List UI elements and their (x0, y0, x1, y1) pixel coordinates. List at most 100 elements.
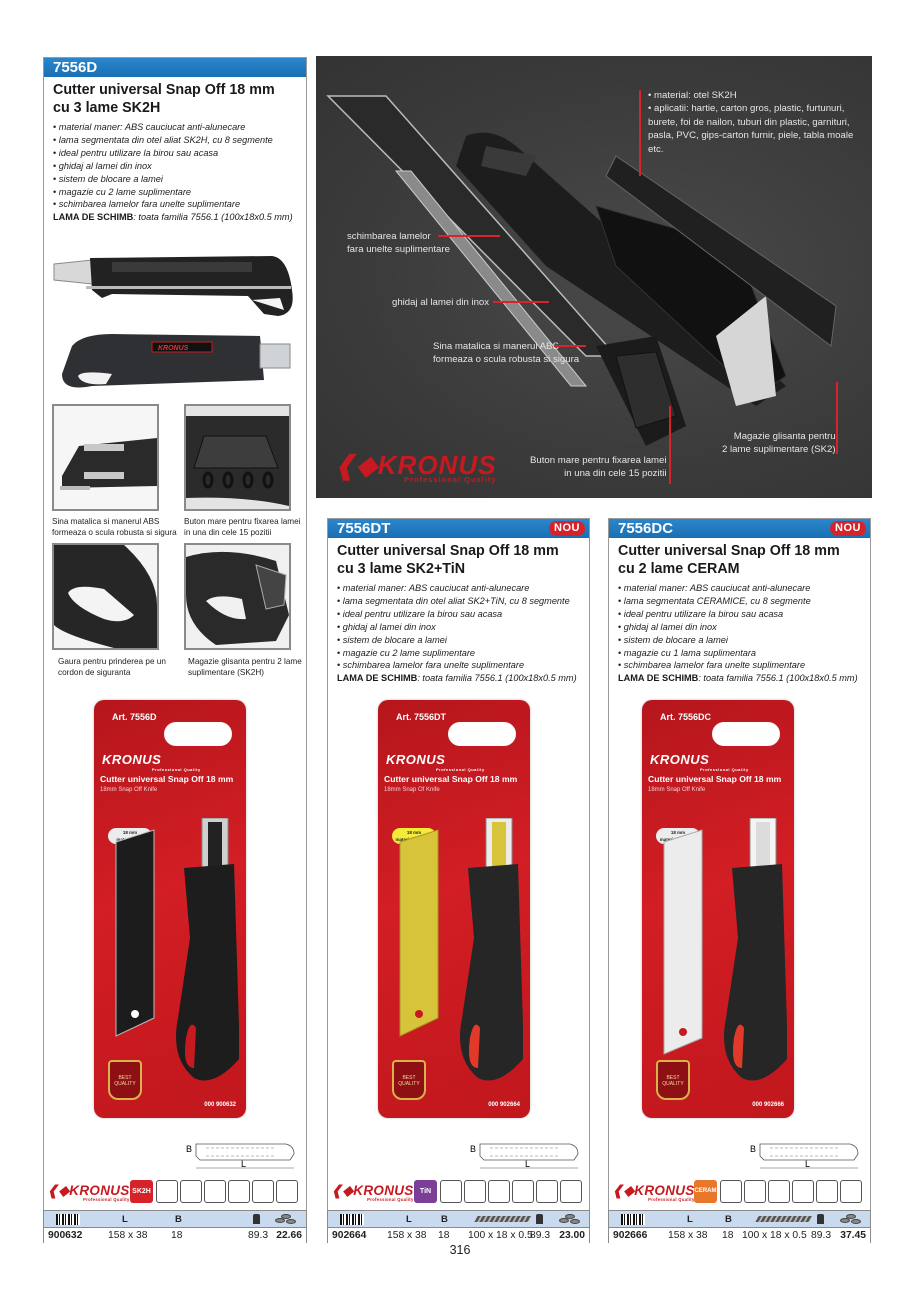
blister-article: Art. 7556DT (396, 712, 447, 722)
header-width: B (725, 1214, 732, 1225)
header-width: B (441, 1214, 448, 1225)
feature-item: lama segmentata CERAMICE, cu 8 segmente (618, 595, 870, 608)
product-code: 7556D (53, 59, 98, 76)
callout-line-text: in una din cele 15 pozitii (564, 468, 667, 480)
spare-text: : toata familia 7556.1 (100x18x0.5 mm) (417, 673, 577, 684)
caption-line: suplimentare (SK2H) (188, 668, 264, 677)
pill-line: 18 mm (122, 830, 138, 835)
spec-table-7556d: L B 900632 158 x 38 18 89.3 22.66 (43, 1210, 307, 1243)
feature-item: ghidaj al lamei din inox (53, 160, 306, 173)
spare-text: : toata familia 7556.1 (100x18x0.5 mm) (133, 212, 293, 223)
spec-line: • material: otel SK2H (648, 90, 737, 101)
caption-line: Sina matalica si manerul ABS (52, 517, 160, 526)
caption-line: Gaura pentru prinderea pe un (58, 657, 166, 666)
feature-item: sistem de blocare a lamei (53, 173, 306, 186)
callout-line (836, 382, 838, 454)
blister-title: Cutter universal Snap Off 18 mm (384, 774, 518, 784)
hero-spec-text: • material: otel SK2H • aplicatii: harti… (648, 89, 868, 156)
header-length: L (406, 1214, 412, 1225)
blister-title: Cutter universal Snap Off 18 mm (100, 774, 234, 784)
callout-line-text: formeaza o scula robusta si sigura (433, 354, 580, 366)
cutting-application-icon (512, 1180, 534, 1203)
product-photo-cutter-top (53, 256, 293, 316)
blister-cutter-image (115, 818, 239, 1081)
weight-value: 89.3 (248, 1230, 269, 1241)
title-line-2: cu 2 lame CERAM (618, 560, 740, 577)
spec-table-header: L B (328, 1211, 589, 1228)
dim-b-label: B (750, 1144, 756, 1154)
exploded-cutter-illustration (326, 95, 837, 446)
width-value: 18 (171, 1230, 183, 1241)
spare-blade-icon (474, 1211, 532, 1228)
dim-b-label: B (186, 1144, 192, 1154)
brand-name: KRONUS (634, 1183, 695, 1198)
callout-line-text: Sina matalica si manerul ABS (433, 341, 559, 352)
dimension-drawing: B L (750, 1143, 859, 1169)
feature-item: schimbarea lamelor fara unelte supliment… (618, 659, 870, 672)
callout-line-text: Magazie glisanta pentru (733, 431, 836, 442)
callout-blade-guide: ghidaj al lamei din inox (392, 296, 489, 309)
blister-code: 000 902666 (752, 1102, 784, 1108)
blade-count-icon (204, 1180, 226, 1203)
product-code-header: 7556D (44, 58, 306, 77)
caption-line: Magazie glisanta pentru 2 lame (188, 657, 302, 666)
thumbnail-caption: Magazie glisanta pentru 2 lame suplimenta… (188, 656, 302, 678)
spec-line: pasla, PVC, gips-carton furnir, piele, t… (648, 130, 854, 142)
dim-b-label: B (470, 1144, 476, 1154)
weight-value: 89.3 (811, 1230, 832, 1241)
brand-name: KRONUS (650, 752, 710, 767)
title-line-1: Cutter universal Snap Off 18 mm (53, 82, 275, 98)
spec-table-row: 900632 158 x 38 18 89.3 22.66 (44, 1228, 306, 1243)
product-code: 7556DT (337, 520, 391, 537)
thumbnail-lock-button (184, 404, 291, 511)
callout-line-text: ghidaj al lamei din inox (392, 297, 490, 308)
material-badge-tin: TiN (414, 1180, 437, 1203)
best-quality-badge: BEST QUALITY (108, 1060, 142, 1100)
new-badge: NOU (830, 521, 866, 536)
blister-cutter-image (399, 818, 523, 1081)
brand-mark-icon: ❰◆ (612, 1183, 635, 1198)
hang-hole (164, 722, 232, 746)
feature-item: material maner: ABS cauciucat anti-alune… (337, 582, 589, 595)
article-number: 902664 (332, 1230, 367, 1241)
feature-list: material maner: ABS cauciucat anti-alune… (44, 117, 306, 211)
caption-line: in una din cele 15 pozitii (184, 528, 272, 537)
callout-metal-rail: Sina matalica si manerul ABS formeaza o s… (433, 340, 579, 367)
feature-item: magazie cu 2 lame suplimentare (53, 186, 306, 199)
blister-title: Cutter universal Snap Off 18 mm (648, 774, 782, 784)
spec-line: etc. (648, 143, 664, 155)
brand-tagline: Professional Quality (367, 1197, 414, 1202)
spec-table-row: 902666 158 x 38 18 100 x 18 x 0.5 89.3 3… (609, 1228, 870, 1243)
blade-size-value: 100 x 18 x 0.5 (468, 1230, 533, 1241)
thumbnail-blade-magazine (184, 543, 291, 650)
brand-name: KRONUS (69, 1183, 130, 1198)
title-line-2: cu 3 lame SK2H (53, 99, 161, 116)
header-length: L (687, 1214, 693, 1225)
brand-name: KRONUS (102, 752, 162, 767)
thumbnail-blade-rail (52, 404, 159, 511)
feature-item: ghidaj al lamei din inox (337, 621, 589, 634)
caption-line: formeaza o scula robusta si sigura (52, 528, 177, 537)
feature-item: ideal pentru utilizare la birou sau acas… (53, 147, 306, 160)
price-coins-icon (840, 1211, 862, 1228)
hang-hole (448, 722, 516, 746)
spare-blade-icon (755, 1211, 813, 1228)
product-photo-cutter-side: KRONUS (62, 334, 291, 388)
feature-item: magazie cu 1 lama suplimentara (618, 647, 870, 660)
cutting-application-icon (792, 1180, 814, 1203)
brand-name: KRONUS (377, 450, 497, 480)
blister-article: Art. 7556DC (660, 712, 712, 722)
title-line-2: cu 3 lame SK2+TiN (337, 560, 466, 577)
blade-snap-icon (536, 1180, 558, 1203)
feature-item: sistem de blocare a lamei (337, 634, 589, 647)
product-code: 7556DC (618, 520, 674, 537)
thumbnail-caption: Sina matalica si manerul ABS formeaza o s… (52, 516, 177, 538)
dimension-drawing: B L (470, 1143, 579, 1169)
blade-snap-icon (816, 1180, 838, 1203)
